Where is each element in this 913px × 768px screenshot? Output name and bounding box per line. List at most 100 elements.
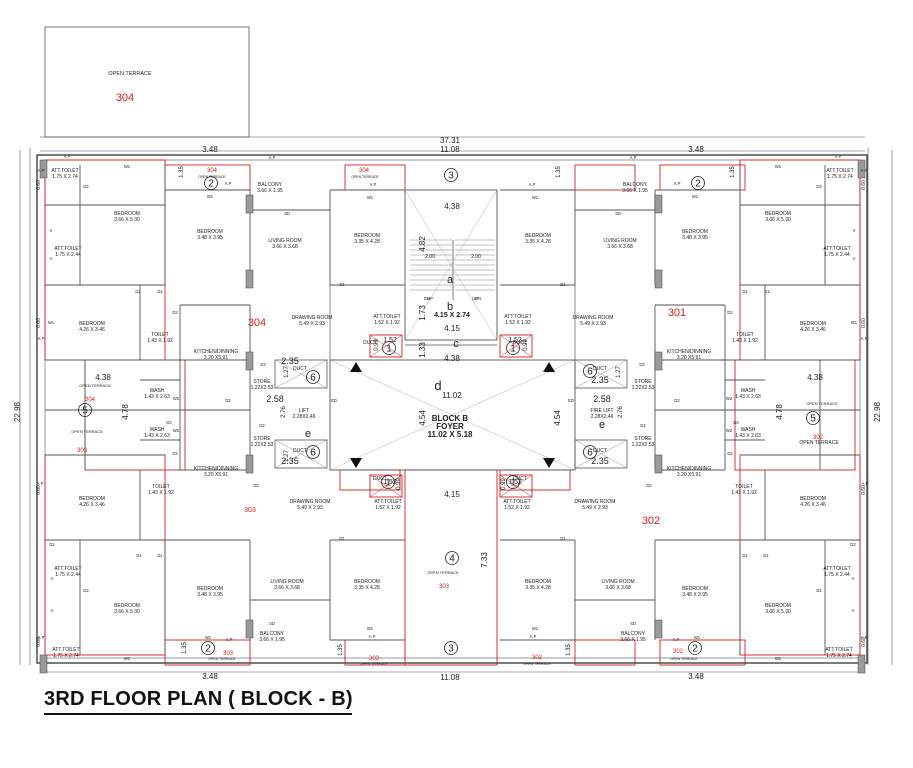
marker-label: e (305, 428, 311, 440)
unit-boundary-red (574, 639, 636, 666)
building-outline (36, 154, 868, 664)
opening-tag: A.P (862, 481, 869, 486)
room-label: BEDROOM (525, 579, 551, 585)
room-label: 4.26 X 3.46 (800, 327, 826, 333)
lift-shaft (274, 359, 328, 389)
room-label: OPEN TERRACE (806, 401, 838, 406)
room-label: OPEN TERRACE (79, 383, 111, 388)
unit-number: 302 (642, 515, 660, 527)
dimension-label: 2.35 (591, 375, 609, 385)
room-label: 1.22X2.53 (251, 385, 274, 391)
duct-x (499, 474, 533, 498)
shaft-x (274, 439, 328, 469)
opening-tag: W1 (205, 635, 212, 640)
opening-tag: D1 (136, 553, 142, 558)
marker-circle (78, 403, 92, 417)
room-label: OPEN TERRACE (351, 175, 379, 179)
opening-tag: D2 (816, 588, 822, 593)
dimension-label: 2.35 (591, 456, 609, 466)
red-label: 302 (532, 655, 543, 661)
room-label: OPEN TERRACE (198, 175, 226, 179)
marker-circle (506, 341, 520, 355)
room-label: 1.43 X 1.92 (148, 490, 174, 496)
opening-tag: UP (427, 296, 433, 301)
wall-column (39, 159, 48, 179)
opening-tag: D2 (640, 423, 646, 428)
room-label: 3.20 X5.91 (204, 355, 228, 361)
room-label: OPEN TERRACE (670, 657, 698, 661)
room-label: BEDROOM (79, 321, 105, 327)
dimension-label: 2.35 (281, 356, 299, 366)
room-label: ATT.TOILET (504, 314, 531, 320)
room-label: 1.75 X 2.44 (824, 252, 850, 258)
room-label: OPEN TERRACE (71, 429, 103, 434)
room-label: 1.43 X 1.92 (732, 338, 758, 344)
room-label: OPEN TERRACE (108, 71, 152, 77)
opening-tag: V (853, 256, 856, 261)
opening-tag: ED (568, 398, 574, 403)
dimension-label: 1.35 (556, 166, 562, 178)
dimension-label: 4.15 (444, 324, 460, 333)
wall-column (654, 269, 663, 289)
arrow-down (350, 458, 362, 468)
opening-tag: A.P (226, 637, 233, 642)
marker-label: 6 (310, 373, 316, 384)
dimension-label: 2.00 (425, 254, 435, 260)
dimension-label: 0.99 (374, 339, 380, 351)
wall-column (857, 654, 866, 674)
opening-tag: D1 (742, 553, 748, 558)
marker-label: 6 (587, 367, 593, 378)
room-label: 1.43 X 2.63 (735, 433, 761, 439)
opening-tag: W2 (173, 396, 180, 401)
marker-label: 2 (205, 644, 211, 655)
opening-tag: D1 (339, 536, 345, 541)
dimension-label: 11.08 (440, 673, 460, 682)
room-label: BEDROOM (79, 496, 105, 502)
dimension-label: 1.35 (182, 642, 188, 654)
opening-tag: W2 (726, 396, 733, 401)
room-label: 1.52 X 1.92 (504, 505, 530, 511)
marker-circle (444, 168, 458, 182)
marker-label: 1 (510, 344, 516, 355)
room-label: 1.43 X 1.92 (147, 338, 173, 344)
duct-x (369, 334, 403, 358)
room-label: 3.66 X 3.68 (274, 585, 300, 591)
opening-tag: D2 (166, 420, 172, 425)
dimension-label: 1.35 (566, 644, 572, 656)
room-label: TOILET (735, 484, 752, 490)
room-label: KITCHEN/DINNING (667, 466, 712, 472)
wall-column (245, 454, 254, 474)
shaft-x (274, 359, 328, 389)
marker-label: 2 (692, 644, 698, 655)
room-label: 3.35 X 4.28 (525, 239, 551, 245)
room-label: ATT.TOILET (823, 566, 850, 572)
room-label: 2.28X2.46 (293, 414, 316, 420)
room-label: DRAWING ROOM (290, 499, 331, 505)
opening-tag: D1 (764, 289, 770, 294)
opening-tag: D2 (733, 420, 739, 425)
dimension-label: 0.60 (36, 637, 42, 647)
dimension-label: 1.52 (508, 337, 522, 344)
room-label: 1.43 X 2.63 (144, 394, 170, 400)
dimension-label: 4.82 (418, 236, 427, 252)
room-label: BEDROOM (800, 496, 826, 502)
unit-boundary-red (574, 164, 636, 191)
room-label: ATT.TOILET (54, 246, 81, 252)
opening-tag: D2 (83, 588, 89, 593)
marker-label: 1 (510, 478, 516, 489)
opening-tag: D2 (172, 310, 178, 315)
room-label: OPEN TERRACE (523, 662, 551, 666)
marker-label: 2 (208, 179, 214, 190)
opening-tag: D2 (259, 423, 265, 428)
duct-red (499, 474, 533, 498)
opening-tag: D2 (49, 542, 55, 547)
lift-shaft (574, 359, 628, 389)
dimension-label: 0.99 (523, 339, 529, 351)
marker-label: 6 (310, 448, 316, 459)
room-label: WASH (150, 388, 165, 394)
room-label: 3.35 X 4.28 (525, 585, 551, 591)
room-label: ATT.TOILET (54, 566, 81, 572)
opening-tag: A.P (529, 182, 536, 187)
marker-circle (806, 411, 820, 425)
